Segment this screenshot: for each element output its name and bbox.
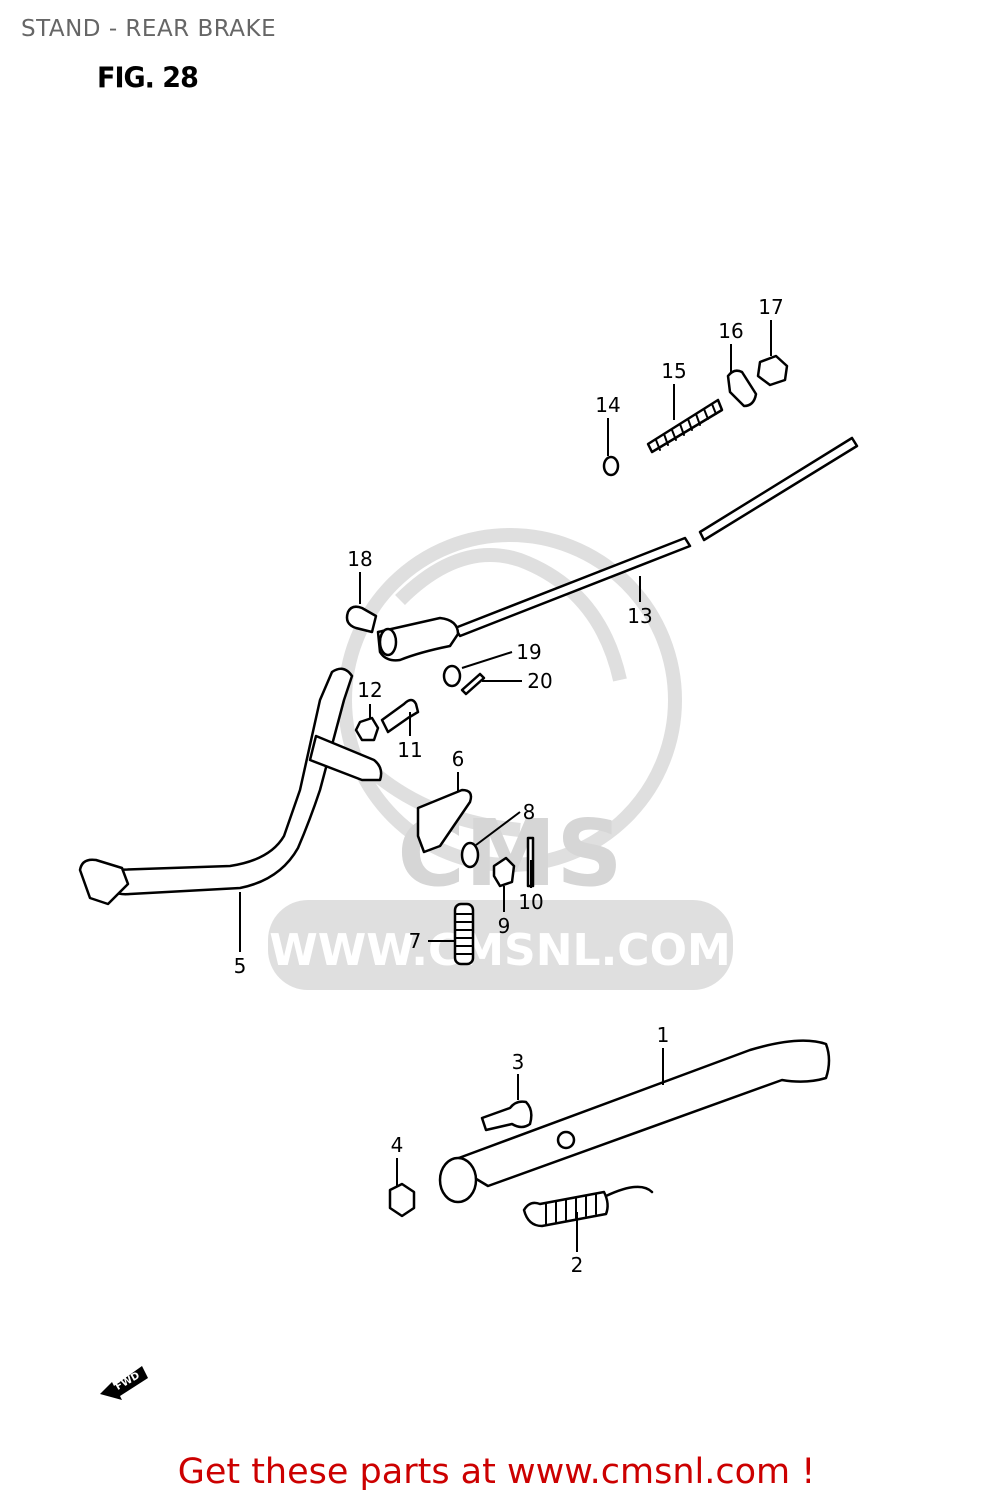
- callout-4[interactable]: 4: [390, 1133, 404, 1157]
- callout-2[interactable]: 2: [570, 1253, 584, 1277]
- part-1-side-stand: [438, 1039, 831, 1204]
- part-20-cotter-pin: [460, 672, 486, 696]
- callout-18[interactable]: 18: [347, 547, 373, 571]
- leader-lines: [239, 320, 772, 1252]
- callout-15[interactable]: 15: [661, 359, 687, 383]
- part-6-lever-plate: [416, 788, 473, 854]
- callout-10[interactable]: 10: [518, 890, 544, 914]
- part-18-joint-pin: [345, 605, 378, 634]
- part-12-nut: [354, 716, 380, 742]
- part-9-nut: [492, 856, 516, 888]
- part-19-washer: [442, 664, 462, 688]
- callout-6[interactable]: 6: [451, 747, 465, 771]
- forward-direction-marker: FWD: [98, 1360, 150, 1406]
- callout-13[interactable]: 13: [627, 604, 653, 628]
- page-title: STAND - REAR BRAKE: [21, 16, 277, 42]
- callout-17[interactable]: 17: [758, 295, 784, 319]
- part-8-washer: [460, 841, 480, 869]
- callout-14[interactable]: 14: [595, 393, 621, 417]
- callout-16[interactable]: 16: [718, 319, 744, 343]
- callout-1[interactable]: 1: [656, 1023, 670, 1047]
- part-2-stand-spring: [522, 1185, 654, 1228]
- get-parts-link[interactable]: Get these parts at www.cmsnl.com !: [177, 1452, 816, 1492]
- part-15-spring: [646, 398, 724, 454]
- callout-9[interactable]: 9: [497, 914, 511, 938]
- part-11-bolt: [380, 698, 420, 734]
- part-13-brake-rod: [376, 436, 859, 662]
- watermark-url-text: WWW.CMSNL.COM: [269, 925, 731, 976]
- callout-5[interactable]: 5: [233, 954, 247, 978]
- callout-8[interactable]: 8: [522, 800, 536, 824]
- part-14-washer: [602, 455, 620, 477]
- part-16-joint: [726, 369, 758, 408]
- part-4-nut: [388, 1182, 416, 1218]
- callout-11[interactable]: 11: [397, 738, 423, 762]
- part-7-return-spring: [453, 902, 475, 966]
- forward-arrow-icon: FWD: [100, 1366, 148, 1400]
- callout-3[interactable]: 3: [511, 1050, 525, 1074]
- callout-7[interactable]: 7: [408, 929, 422, 953]
- callout-19[interactable]: 19: [516, 640, 542, 664]
- figure-label: FIG. 28: [97, 62, 199, 95]
- callout-12[interactable]: 12: [357, 678, 383, 702]
- callout-20[interactable]: 20: [527, 669, 553, 693]
- part-3-bolt: [480, 1100, 533, 1132]
- part-17-adjusting-nut: [756, 354, 789, 387]
- part-5-rear-brake-pedal: [78, 667, 383, 906]
